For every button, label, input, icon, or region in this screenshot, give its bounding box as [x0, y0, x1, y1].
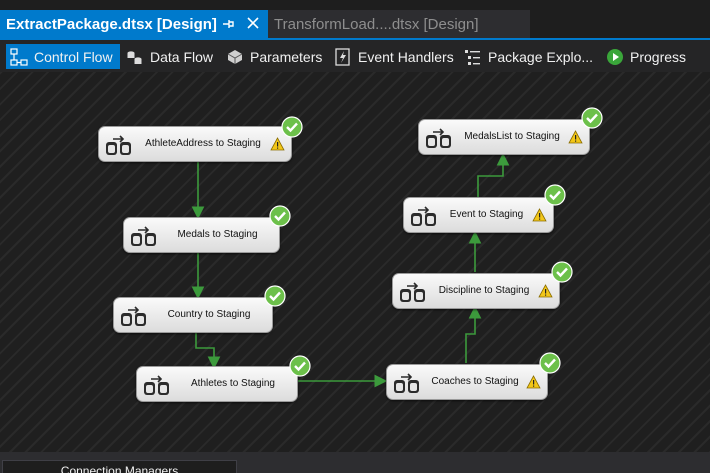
data-flow-task-icon — [394, 373, 419, 393]
document-tab-strip: ExtractPackage.dtsx [Design] TransformLo… — [0, 10, 710, 38]
data-flow-task-icon — [144, 375, 169, 395]
data-flow-task-icon — [131, 226, 156, 246]
task-label: Coaches to Staging — [431, 376, 519, 387]
success-check-icon — [269, 205, 291, 227]
task-label: Country to Staging — [167, 309, 251, 320]
parameters-icon — [226, 48, 244, 66]
package-explorer-icon — [464, 48, 482, 66]
tab-transform-load[interactable]: TransformLoad....dtsx [Design] — [268, 10, 530, 38]
success-check-icon — [264, 285, 286, 307]
connector-country-athletes — [195, 333, 221, 370]
tab-control-flow[interactable]: Control Flow — [6, 44, 120, 69]
task-athleteaddress-to-staging[interactable]: AthleteAddress to Staging — [98, 126, 292, 162]
tab-label: Parameters — [250, 48, 323, 65]
tab-label: Progress — [630, 48, 687, 65]
tab-connection-managers[interactable]: Connection Managers — [2, 460, 237, 473]
success-check-icon — [581, 107, 603, 129]
task-medals-to-staging[interactable]: Medals to Staging — [123, 217, 280, 253]
tab-event-handlers[interactable]: Event Handlers — [334, 44, 454, 69]
data-flow-task-icon — [121, 306, 146, 326]
task-athletes-to-staging[interactable]: Athletes to Staging — [136, 366, 298, 402]
data-flow-task-icon — [411, 206, 436, 226]
connector-event-medalslist — [477, 152, 510, 203]
pin-icon[interactable] — [220, 15, 236, 33]
tab-label: Event Handlers — [358, 48, 454, 65]
designer-toolbar: Control Flow Data Flow Parameters Event … — [0, 40, 710, 72]
progress-play-icon — [606, 48, 624, 66]
task-coaches-to-staging[interactable]: Coaches to Staging — [386, 364, 548, 400]
data-flow-task-icon — [106, 135, 131, 155]
tab-label: Control Flow — [34, 48, 113, 65]
tab-label: Connection Managers — [60, 464, 179, 473]
tab-title: TransformLoad....dtsx [Design] — [274, 15, 479, 33]
data-flow-task-icon — [400, 282, 425, 302]
warning-icon — [532, 208, 547, 222]
task-label: AthleteAddress to Staging — [145, 138, 261, 149]
task-label: Medals to Staging — [177, 229, 258, 240]
tab-label: Package Explo... — [488, 48, 594, 65]
task-country-to-staging[interactable]: Country to Staging — [113, 297, 273, 333]
tab-title: ExtractPackage.dtsx [Design] — [6, 15, 217, 33]
tab-data-flow[interactable]: Data Flow — [126, 44, 213, 69]
control-flow-canvas[interactable]: AthleteAddress to Staging Medals to Stag… — [0, 72, 710, 452]
warning-icon — [270, 137, 285, 151]
task-event-to-staging[interactable]: Event to Staging — [403, 197, 554, 233]
success-check-icon — [539, 352, 561, 374]
tab-extract-package[interactable]: ExtractPackage.dtsx [Design] — [0, 10, 268, 38]
task-discipline-to-staging[interactable]: Discipline to Staging — [392, 273, 560, 309]
tab-label: Data Flow — [150, 48, 214, 65]
success-check-icon — [281, 116, 303, 138]
connection-managers-panel: Connection Managers — [0, 452, 710, 473]
warning-icon — [568, 130, 583, 144]
precedence-constraints — [191, 152, 510, 388]
tab-underline — [0, 38, 710, 40]
control-flow-icon — [10, 47, 28, 66]
task-label: Event to Staging — [449, 209, 524, 220]
data-flow-task-icon — [426, 128, 451, 148]
tab-progress[interactable]: Progress — [606, 44, 686, 69]
task-label: MedalsList to Staging — [464, 131, 560, 142]
tab-package-explorer[interactable]: Package Explo... — [464, 44, 593, 69]
tab-parameters[interactable]: Parameters — [226, 44, 322, 69]
close-icon[interactable] — [244, 13, 262, 33]
task-label: Athletes to Staging — [191, 378, 275, 389]
warning-icon — [526, 375, 541, 389]
task-medalslist-to-staging[interactable]: MedalsList to Staging — [418, 119, 590, 155]
task-label: Discipline to Staging — [438, 285, 530, 296]
success-check-icon — [551, 261, 573, 283]
warning-icon — [538, 284, 553, 298]
success-check-icon — [289, 355, 311, 377]
success-check-icon — [544, 184, 566, 206]
data-flow-icon — [126, 48, 144, 66]
event-handlers-icon — [334, 47, 352, 66]
connector-coaches-discipline — [465, 305, 482, 363]
